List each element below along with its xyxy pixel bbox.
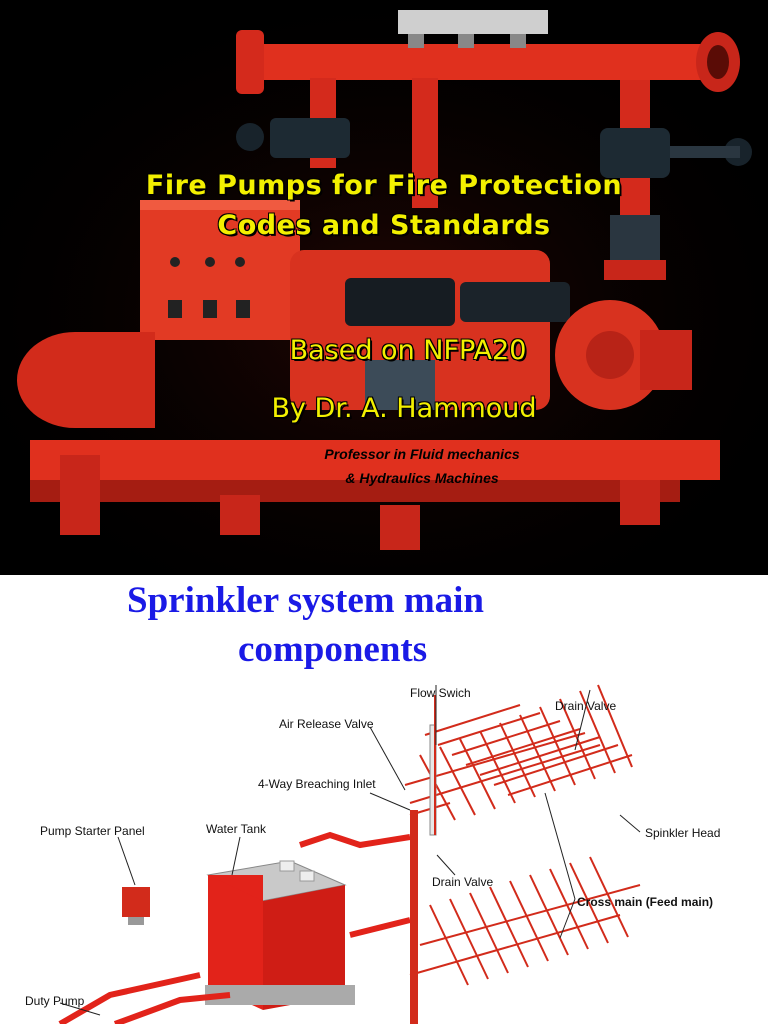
slide2-title-line2: components [238,629,428,670]
pump-pipework [58,831,411,1024]
label-flow-switch: Flow Swich [410,686,471,700]
label-drain-valve-top: Drain Valve [555,699,616,713]
label-breaching-inlet: 4-Way Breaching Inlet [258,777,376,791]
sprinkler-components-slide: Flow Swich Drain Valve Air Release Valve… [0,575,768,1024]
author-name: By Dr. A. Hammoud [271,393,537,424]
pump-starter-panel-icon [122,887,150,917]
slide2-title-line1: Sprinkler system main [127,580,485,621]
label-cross-main: Cross main (Feed main) [577,895,713,909]
main-riser [410,810,418,1024]
label-sprinkler-head: Spinkler Head [645,826,720,840]
sprinkler-system-diagram: Flow Swich Drain Valve Air Release Valve… [25,684,720,1024]
author-affiliation-line2: & Hydraulics Machines [345,470,499,486]
label-duty-pump: Duty Pump [25,994,85,1008]
title-slide: Fire Pumps for Fire Protection Codes and… [0,0,768,575]
presentation-title-line2: Codes and Standards [217,210,551,241]
label-water-tank: Water Tank [206,822,267,836]
fire-pump-illustration [0,0,768,575]
label-drain-valve-mid: Drain Valve [432,875,493,889]
subtitle-standard: Based on NFPA20 [289,335,527,366]
label-pump-starter-panel: Pump Starter Panel [40,824,145,838]
presentation-title-line1: Fire Pumps for Fire Protection [145,170,623,201]
author-affiliation-line1: Professor in Fluid mechanics [324,446,520,462]
lower-branch-lines [409,856,641,986]
water-tank-icon [205,860,355,1010]
label-air-release-valve: Air Release Valve [279,717,374,731]
